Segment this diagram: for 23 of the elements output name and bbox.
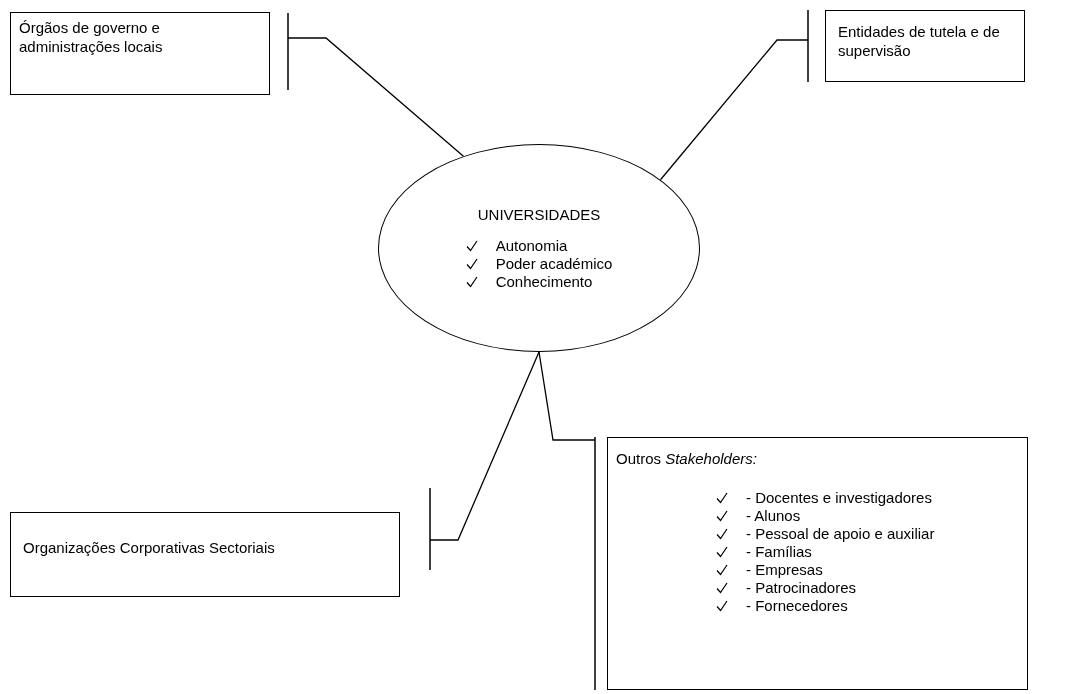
- list-item: - Famílias: [746, 542, 812, 561]
- list-item: - Patrocinadores: [746, 578, 857, 597]
- node-heading: Outros Stakeholders:: [616, 450, 757, 467]
- list-item: - Alunos: [746, 506, 801, 525]
- text-box: [607, 437, 1028, 690]
- list-item: - Pessoal de apoio e auxiliar: [746, 524, 935, 543]
- connector: [659, 9, 809, 181]
- connector: [287, 12, 465, 157]
- text-box: [10, 12, 270, 95]
- list-item: - Fornecedores: [746, 596, 848, 615]
- box-label: Organizações Corporativas Sectoriais: [23, 539, 275, 556]
- connector: [429, 351, 540, 571]
- list-item: - Empresas: [746, 560, 823, 579]
- list-item: Conhecimento: [495, 272, 593, 291]
- list-item: - Docentes e investigadores: [746, 488, 932, 507]
- box-label: Entidades de tutela e de supervisão: [838, 23, 1000, 59]
- text-box: [10, 512, 400, 597]
- text-box: [825, 10, 1025, 82]
- list-item: Poder académico: [495, 254, 613, 273]
- box-label: Órgãos de governo e administrações locais: [19, 19, 163, 55]
- connector: [538, 351, 596, 691]
- node-heading: UNIVERSIDADES: [477, 205, 601, 223]
- list-item: Autonomia: [495, 236, 568, 255]
